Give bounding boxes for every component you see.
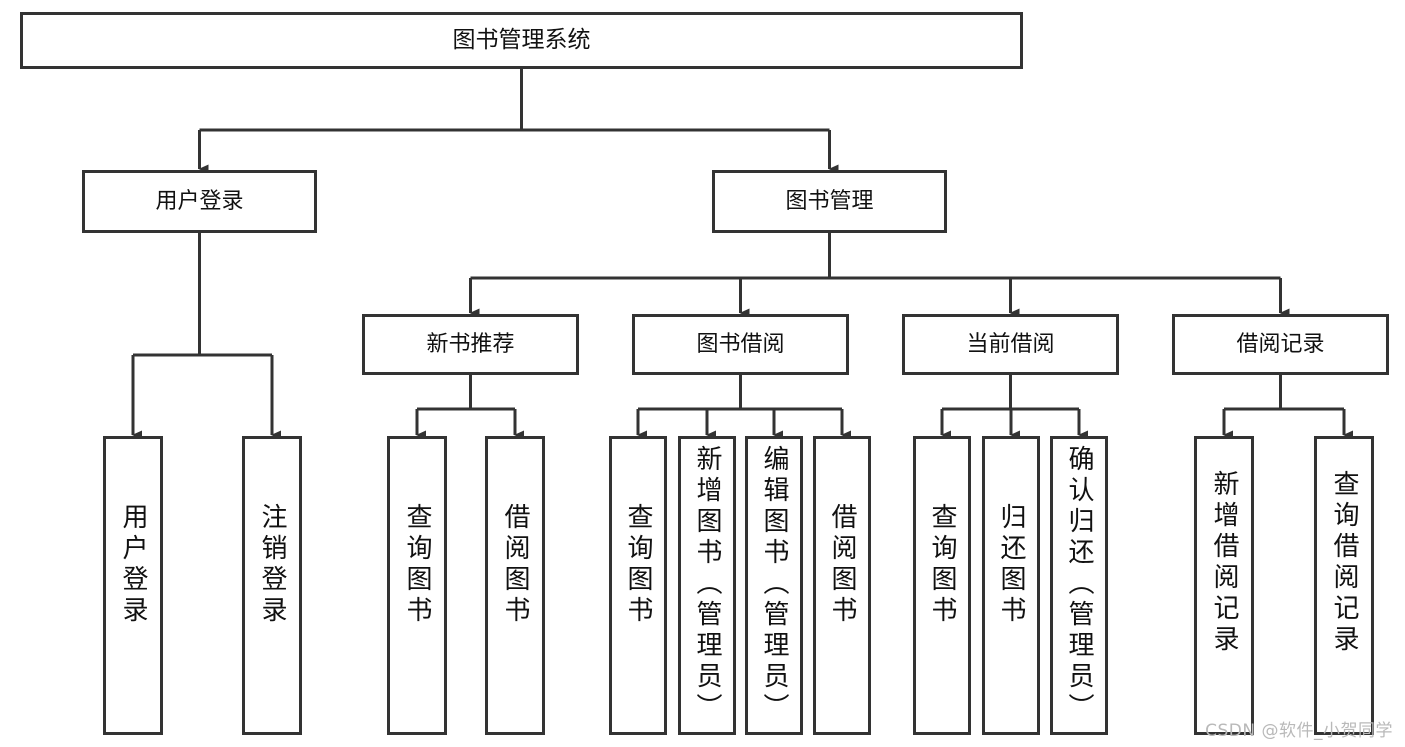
- node-leaf-borrow-book-1-label: 借阅图书: [500, 502, 530, 627]
- node-book-borrow[interactable]: 图书借阅: [632, 314, 849, 375]
- node-leaf-return-book[interactable]: 归还图书: [982, 436, 1040, 735]
- node-root[interactable]: 图书管理系统: [20, 12, 1023, 69]
- node-leaf-query-book-3[interactable]: 查询图书: [913, 436, 971, 735]
- node-leaf-query-record[interactable]: 查询借阅记录: [1314, 436, 1374, 735]
- node-leaf-query-book-2-label: 查询图书: [623, 502, 653, 627]
- node-leaf-user-login[interactable]: 用户登录: [103, 436, 163, 735]
- node-new-book-rec-label: 新书推荐: [426, 331, 515, 357]
- node-leaf-add-record[interactable]: 新增借阅记录: [1194, 436, 1254, 735]
- node-book-manage-label: 图书管理: [785, 188, 874, 214]
- node-leaf-borrow-book-1[interactable]: 借阅图书: [485, 436, 545, 735]
- node-leaf-user-login-label: 用户登录: [118, 502, 148, 627]
- node-leaf-query-book-1[interactable]: 查询图书: [387, 436, 447, 735]
- node-current-borrow-label: 当前借阅: [966, 331, 1055, 357]
- node-leaf-edit-book[interactable]: 编辑图书（管理员）: [745, 436, 803, 735]
- node-leaf-add-record-label: 新增借阅记录: [1209, 469, 1239, 656]
- node-leaf-borrow-book-2-label: 借阅图书: [827, 502, 857, 627]
- node-leaf-query-book-3-label: 查询图书: [927, 502, 957, 627]
- node-user-login-label: 用户登录: [155, 188, 244, 214]
- node-leaf-add-book-label: 新增图书（管理员）: [692, 445, 722, 724]
- node-leaf-add-book[interactable]: 新增图书（管理员）: [678, 436, 736, 735]
- node-leaf-confirm-return[interactable]: 确认归还（管理员）: [1050, 436, 1108, 735]
- node-leaf-borrow-book-2[interactable]: 借阅图书: [813, 436, 871, 735]
- node-new-book-rec[interactable]: 新书推荐: [362, 314, 579, 375]
- node-user-login[interactable]: 用户登录: [82, 170, 317, 233]
- node-leaf-query-record-label: 查询借阅记录: [1329, 469, 1359, 656]
- node-leaf-query-book-1-label: 查询图书: [402, 502, 432, 627]
- node-leaf-edit-book-label: 编辑图书（管理员）: [759, 445, 789, 724]
- node-leaf-user-logout[interactable]: 注销登录: [242, 436, 302, 735]
- node-leaf-query-book-2[interactable]: 查询图书: [609, 436, 667, 735]
- node-leaf-user-logout-label: 注销登录: [257, 502, 287, 627]
- node-leaf-return-book-label: 归还图书: [996, 502, 1026, 627]
- node-root-label: 图书管理系统: [452, 27, 591, 53]
- node-book-borrow-label: 图书借阅: [696, 331, 785, 357]
- node-leaf-confirm-return-label: 确认归还（管理员）: [1064, 445, 1094, 724]
- node-current-borrow[interactable]: 当前借阅: [902, 314, 1119, 375]
- node-borrow-record-label: 借阅记录: [1236, 331, 1325, 357]
- node-book-manage[interactable]: 图书管理: [712, 170, 947, 233]
- node-borrow-record[interactable]: 借阅记录: [1172, 314, 1389, 375]
